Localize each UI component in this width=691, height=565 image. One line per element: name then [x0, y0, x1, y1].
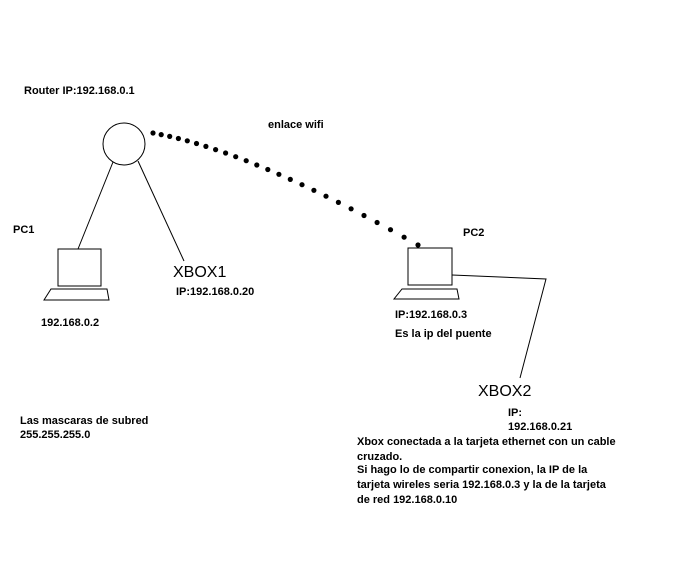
pc1-label: PC1: [13, 224, 35, 236]
xbox2-ip: 192.168.0.21: [508, 421, 573, 433]
wifi-dot: [193, 140, 200, 147]
wifi-dot: [335, 199, 341, 205]
wifi-dot: [299, 182, 305, 188]
wifi-dot: [265, 166, 271, 173]
wifi-dot: [374, 219, 380, 226]
subnet-mask-value: 255.255.255.0: [20, 429, 91, 441]
wifi-dot: [158, 132, 164, 138]
pc2-label: PC2: [463, 227, 485, 239]
xbox1-label: XBOX1: [173, 264, 227, 281]
wifi-dot: [348, 206, 354, 212]
wifi-dot: [150, 130, 156, 136]
pc1-computer: [43, 248, 110, 301]
wifi-dot: [213, 147, 219, 153]
wifi-dot: [276, 171, 282, 177]
pc2-computer: [392, 247, 460, 300]
xbox1-ip: IP:192.168.0.20: [176, 286, 255, 298]
wifi-dot: [175, 135, 181, 142]
xbox2-ip-label: IP:: [508, 407, 523, 419]
link-router-xbox1: [137, 160, 185, 262]
pc2-ip-note: Es la ip del puente: [395, 328, 492, 340]
wifi-dot: [401, 234, 407, 240]
wifi-dot: [203, 143, 209, 149]
subnet-mask-title: Las mascaras de subred: [20, 415, 149, 427]
wifi-dot: [287, 176, 293, 182]
router-node: [102, 122, 146, 166]
pc1-ip: 192.168.0.2: [41, 317, 100, 329]
link-router-pc1: [77, 161, 114, 250]
wifi-dot: [254, 162, 260, 168]
wifi-dot: [415, 242, 421, 248]
wifi-dot: [167, 133, 173, 139]
wifi-link-label: enlace wifi: [268, 119, 324, 131]
wifi-dot: [311, 187, 317, 193]
wifi-link: [150, 130, 421, 248]
pc2-ip: IP:192.168.0.3: [395, 309, 468, 321]
wifi-dot: [243, 158, 249, 164]
explanation-line-1: Xbox conectada a la tarjeta ethernet con…: [357, 436, 616, 463]
xbox2-label: XBOX2: [478, 383, 532, 400]
wifi-dot: [323, 193, 329, 199]
wifi-dot: [233, 154, 239, 160]
wifi-dot: [361, 212, 367, 219]
router-label: Router IP:192.168.0.1: [24, 85, 135, 97]
wifi-dot: [387, 227, 394, 233]
wifi-dot: [184, 138, 190, 144]
wifi-dot: [223, 150, 229, 156]
explanation-line-2: Si hago lo de compartir conexion, la IP …: [357, 464, 606, 506]
ethernet-cable-pc2-xbox2: [451, 274, 547, 379]
